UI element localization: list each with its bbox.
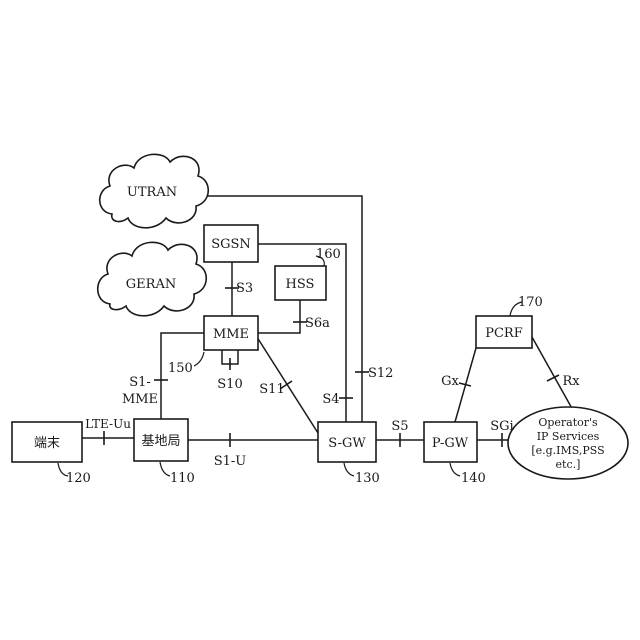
- operator-line3: [e.g.IMS,PSS: [531, 444, 604, 457]
- pgw-label: P-GW: [432, 436, 469, 451]
- hss-node: HSS: [275, 266, 326, 300]
- ref-150: 150: [168, 361, 193, 376]
- label-s1-mme-line2: MME: [122, 392, 158, 407]
- ref-140: 140: [461, 471, 486, 486]
- sgsn-label: SGSN: [211, 237, 251, 252]
- ref-120: 120: [66, 471, 91, 486]
- utran-label: UTRAN: [127, 185, 177, 200]
- label-s12: S12: [368, 366, 393, 381]
- sgw-label: S-GW: [328, 436, 366, 451]
- label-s1-mme-line1: S1-: [129, 375, 151, 390]
- operator-line4: etc.]: [556, 458, 581, 471]
- leader-130: [344, 463, 354, 476]
- ref-170: 170: [518, 295, 543, 310]
- operator-line2: IP Services: [537, 430, 600, 443]
- label-s3: S3: [236, 281, 253, 296]
- geran-label: GERAN: [126, 277, 176, 292]
- pgw-node: P-GW: [424, 422, 477, 462]
- enb-label: 基地局: [141, 434, 180, 449]
- sgw-node: S-GW: [318, 422, 376, 462]
- sgsn-node: SGSN: [204, 225, 258, 262]
- operator-ip-services-node: Operator's IP Services [e.g.IMS,PSS etc.…: [508, 407, 628, 479]
- terminal-node: 端末: [12, 422, 82, 462]
- leader-150: [194, 352, 204, 366]
- link-enb-mme: [161, 333, 204, 419]
- mme-label: MME: [213, 327, 249, 342]
- pcrf-label: PCRF: [485, 326, 523, 341]
- label-sgi: SGi: [490, 419, 513, 434]
- label-rx: Rx: [562, 374, 580, 389]
- label-lte-uu: LTE-Uu: [85, 417, 131, 431]
- label-s5: S5: [391, 419, 408, 434]
- ref-130: 130: [355, 471, 380, 486]
- mme-node: MME: [204, 316, 258, 350]
- label-s6a: S6a: [305, 316, 330, 331]
- terminal-label: 端末: [34, 436, 60, 451]
- label-s4: S4: [322, 392, 339, 407]
- link-hss-mme: [258, 300, 300, 333]
- ref-110: 110: [170, 471, 195, 486]
- hss-label: HSS: [286, 277, 315, 292]
- leader-140: [450, 463, 460, 476]
- ref-160: 160: [316, 247, 341, 262]
- geran-cloud: GERAN: [98, 242, 207, 315]
- utran-cloud: UTRAN: [100, 154, 209, 227]
- label-s1-u: S1-U: [214, 454, 247, 469]
- leader-110: [160, 462, 170, 476]
- label-s10: S10: [217, 377, 242, 392]
- enb-node: 基地局: [134, 419, 188, 461]
- operator-line1: Operator's: [538, 416, 598, 429]
- label-gx: Gx: [441, 374, 459, 389]
- pcrf-node: PCRF: [476, 316, 532, 348]
- label-s11: S11: [259, 382, 284, 397]
